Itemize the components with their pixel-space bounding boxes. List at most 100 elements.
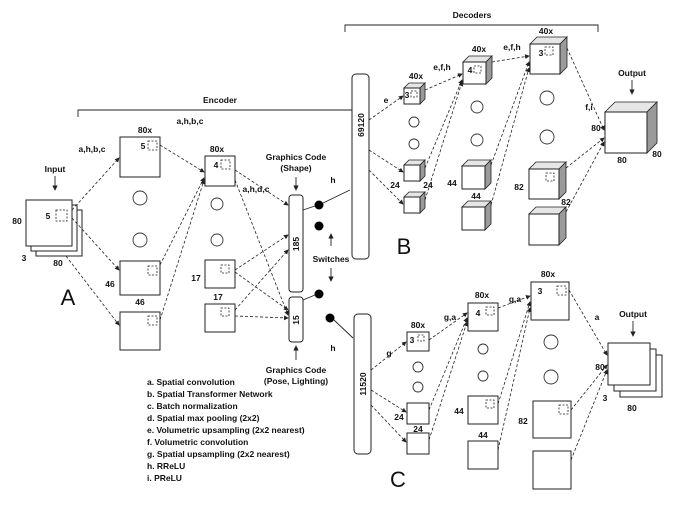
legend-item: a. Spatial convolution <box>147 377 235 387</box>
decb-col2-to-col3-edges <box>490 54 531 206</box>
legend-item: h. RReLU <box>147 461 185 471</box>
decb-col3-to-output-edges <box>565 47 605 213</box>
enc1-to-enc2-edges <box>159 144 206 321</box>
input-to-enc1-edges <box>65 157 120 326</box>
dec-b-col3-stack <box>528 36 568 246</box>
dec-b-col2-title: 40x <box>472 44 486 54</box>
dec-c-output-d1: 80 <box>595 362 605 372</box>
input-dim-height: 80 <box>12 216 22 226</box>
dec-c-output-label: Output <box>619 309 647 319</box>
enc2-dim-side: 17 <box>191 273 201 283</box>
encoder-title: Encoder <box>203 95 238 105</box>
graphics-code-pose-line2: (Pose, Lighting) <box>264 376 328 386</box>
decoder-b-bar-label: 69120 <box>356 113 366 137</box>
dec-c-col3-stack <box>530 281 572 490</box>
edge-label-efh-2: e,f,h <box>503 42 520 52</box>
legend-item: e. Volumetric upsampling (2x2 nearest) <box>147 425 305 435</box>
edge-label-input-enc1: a,h,b,c <box>79 144 106 154</box>
legend-item: i. PReLU <box>147 473 182 483</box>
graphics-code-shape-line1: Graphics Code <box>266 152 327 162</box>
dec-b-output-cube <box>604 101 658 154</box>
edge-label-efh-1: e,f,h <box>433 62 450 72</box>
panel-letter-b: B <box>397 234 412 259</box>
enc2-title: 80x <box>210 144 224 154</box>
graphics-code-pose-line1: Graphics Code <box>266 365 327 375</box>
dec-c-output-stack <box>607 342 663 398</box>
legend-item: g. Spatial upsampling (2x2 nearest) <box>147 449 290 459</box>
dec-c-output-d2: 80 <box>627 403 637 413</box>
panel-letter-c: C <box>390 467 406 492</box>
pose-code-bar <box>288 296 304 343</box>
enc1-stack <box>119 136 161 351</box>
graphics-code-shape-line2: (Shape) <box>280 163 311 173</box>
dec-b-col1-filter: 3 <box>405 90 410 100</box>
edge-label-ga-2: g,a <box>509 294 522 304</box>
legend-item: f. Volumetric convolution <box>147 437 248 447</box>
dec-b-col2-filter: 4 <box>468 65 473 75</box>
edge-label-h-c: h <box>330 343 335 353</box>
dec-c-col3-title: 80x <box>541 269 555 279</box>
legend-item: b. Spatial Transformer Network <box>147 389 273 399</box>
dec-b-col1-stack <box>403 82 426 214</box>
dec-b-output-d1: 80 <box>591 123 601 133</box>
input-dim-depth: 3 <box>22 253 27 263</box>
dec-b-output-label: Output <box>618 68 646 78</box>
dec-c-col2-d2: 44 <box>478 430 488 440</box>
dec-c-col1-filter: 3 <box>410 335 415 345</box>
edge-label-ga-1: g,a <box>444 312 457 322</box>
input-filter-label: 5 <box>46 211 51 221</box>
edge-label-fi: f,i <box>585 102 593 112</box>
dec-c-col3-d1: 82 <box>518 416 528 426</box>
dec-c-col1-stack <box>406 331 430 455</box>
enc2-filter: 4 <box>214 160 219 170</box>
decc-col1-to-col2-edges <box>428 312 469 441</box>
input-label: Input <box>45 164 66 174</box>
dec-b-col1-d1: 24 <box>390 180 400 190</box>
dec-c-col2-title: 80x <box>475 290 489 300</box>
edge-label-enc1-enc2: a,h,b,c <box>177 116 204 126</box>
decb-bar-to-col1-edges <box>368 95 404 205</box>
dec-c-output-d3: 3 <box>603 393 608 403</box>
dec-c-col2-filter: 4 <box>476 308 481 318</box>
pose-code-bar-label: 15 <box>291 315 301 325</box>
shape-code-bar-label: 185 <box>291 237 301 251</box>
dec-b-output-d3: 80 <box>652 149 662 159</box>
dec-b-col2-d2: 44 <box>471 191 481 201</box>
switch-dots <box>302 189 354 339</box>
dec-c-col3-filter: 3 <box>538 286 543 296</box>
dec-b-output-d2: 80 <box>617 155 627 165</box>
enc1-dim-bottom: 46 <box>135 297 145 307</box>
legend: a. Spatial convolution b. Spatial Transf… <box>147 377 305 483</box>
dec-b-col3-d1: 82 <box>514 182 524 192</box>
enc2-stack <box>204 155 236 333</box>
decoder-b-bar <box>351 73 370 260</box>
decoder-c-bar <box>353 313 372 455</box>
dec-b-col2-stack <box>461 55 493 231</box>
enc1-filter: 5 <box>141 141 146 151</box>
decc-col3-to-output-edges <box>568 289 608 461</box>
dec-b-col3-filter: 3 <box>539 48 544 58</box>
edge-label-g: g <box>386 348 391 358</box>
dec-b-col3-d2: 82 <box>561 197 571 207</box>
decoder-c-bar-label: 11520 <box>358 372 368 395</box>
edge-label-enc2-bars: a,h,d,c <box>243 184 270 194</box>
decc-col2-to-col3-edges <box>497 295 532 451</box>
dec-c-col1-d2: 24 <box>413 424 423 434</box>
enc2-dim-bottom: 17 <box>213 292 223 302</box>
dec-c-col2-stack <box>467 302 499 470</box>
edge-label-h-b: h <box>330 175 335 185</box>
dec-b-col2-d1: 44 <box>447 178 457 188</box>
edge-label-e: e <box>384 95 389 105</box>
enc1-title: 80x <box>138 125 152 135</box>
switches-label: Switches <box>313 254 350 264</box>
encoder-bracket <box>77 109 363 117</box>
dec-c-col1-title: 80x <box>411 320 425 330</box>
dec-b-col1-d2: 24 <box>423 180 433 190</box>
edge-label-a: a <box>595 312 600 322</box>
panel-letter-a: A <box>61 285 76 310</box>
shape-code-bar <box>288 194 304 293</box>
input-dim-width: 80 <box>53 258 63 268</box>
dec-b-col3-title: 40x <box>539 26 553 36</box>
input-stack <box>25 199 83 257</box>
